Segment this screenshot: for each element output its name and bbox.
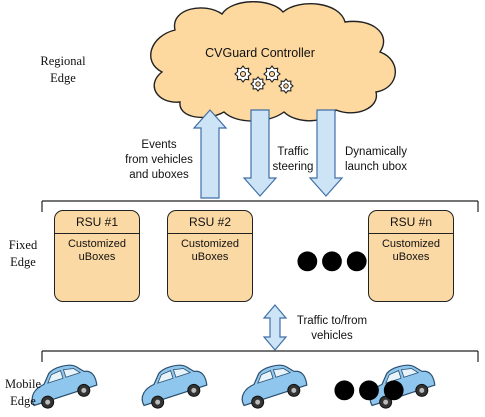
events-caption-line3: and uboxes — [129, 169, 189, 181]
car-icon — [369, 364, 436, 409]
rsu-ubox-label-line2: uBoxes — [191, 251, 229, 263]
events-caption-line1: Events — [141, 139, 177, 151]
fixed-edge-label-line1: Fixed — [8, 238, 38, 252]
launch-ubox-arrow — [308, 109, 344, 197]
regional-edge-label-line2: Edge — [50, 71, 76, 85]
fixed-edge-label: Fixed Edge — [2, 237, 44, 271]
fixed-edge-label-line2: Edge — [10, 255, 36, 269]
events-arrow — [192, 109, 228, 199]
rsu-ubox-label-line2: uBoxes — [392, 251, 430, 263]
vehicle-traffic-caption: Traffic to/from vehicles — [286, 314, 378, 344]
regional-edge-label: Regional Edge — [28, 53, 98, 87]
rsu-ubox-label-line1: Customized — [67, 238, 127, 250]
traffic-steering-arrow — [242, 109, 278, 197]
rsu-ubox-label-line1: Customized — [381, 238, 441, 250]
launch-ubox-caption-line2: launch ubox — [344, 161, 408, 173]
rsu-ubox-label: Customized uBoxes — [55, 238, 139, 264]
vehicle-traffic-caption-line2: vehicles — [311, 330, 353, 342]
mobile-edge-label-line2: Edge — [10, 394, 36, 408]
regional-edge-label-line1: Regional — [40, 54, 86, 68]
rsu-ellipsis: ●●● — [296, 245, 371, 275]
launch-ubox-caption: Dynamically launch ubox — [336, 145, 416, 175]
rsu-title: RSU #1 — [55, 211, 139, 234]
mobile-edge-label-line1: Mobile — [4, 377, 42, 391]
car-icon — [141, 364, 208, 409]
car-icon — [31, 364, 98, 409]
fixed-edge-bracket — [41, 200, 479, 212]
rsu-box-n: RSU #n Customized uBoxes — [368, 210, 454, 302]
traffic-steering-caption-line1: Traffic — [277, 146, 309, 158]
rsu-ubox-label-line2: uBoxes — [78, 251, 116, 263]
events-caption-line2: from vehicles — [125, 154, 193, 166]
traffic-steering-caption-line2: steering — [272, 161, 314, 173]
vehicle-traffic-arrow — [262, 304, 288, 351]
vehicle-ellipsis: ●●● — [333, 374, 408, 404]
rsu-ubox-label-line1: Customized — [180, 238, 240, 250]
rsu-ubox-label: Customized uBoxes — [168, 238, 252, 264]
controller-title: CVGuard Controller — [205, 46, 315, 60]
gears-icon — [234, 65, 294, 94]
rsu-title: RSU #2 — [168, 211, 252, 234]
events-caption: Events from vehicles and uboxes — [118, 138, 200, 183]
car-icon — [241, 364, 308, 409]
rsu-title: RSU #n — [369, 211, 453, 234]
mobile-edge-bracket — [41, 350, 479, 362]
rsu-box-2: RSU #2 Customized uBoxes — [167, 210, 253, 302]
rsu-box-1: RSU #1 Customized uBoxes — [54, 210, 140, 302]
traffic-steering-caption: Traffic steering — [270, 145, 316, 175]
vehicle-traffic-caption-line1: Traffic to/from — [296, 315, 368, 327]
mobile-edge-label: Mobile Edge — [0, 376, 46, 410]
launch-ubox-caption-line1: Dynamically — [345, 146, 407, 158]
rsu-ubox-label: Customized uBoxes — [369, 238, 453, 264]
controller-cloud — [150, 1, 396, 122]
